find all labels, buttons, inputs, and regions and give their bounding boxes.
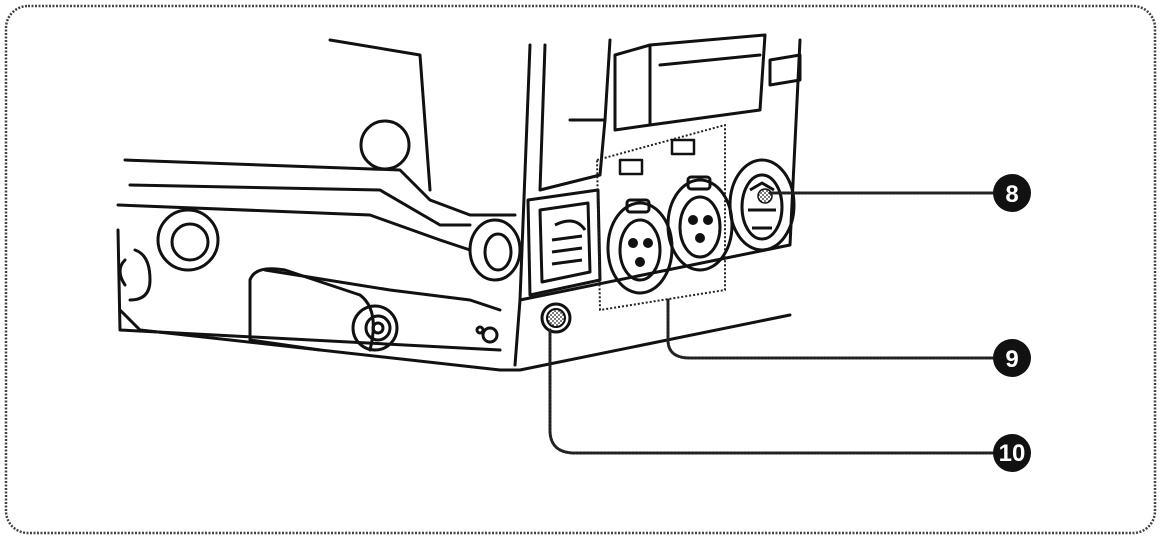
diagram-frame (4, 4, 1157, 535)
callout-9: 9 (993, 339, 1031, 377)
callout-label: 9 (1005, 346, 1018, 373)
callout-label: 8 (1005, 181, 1018, 208)
connector-panel (526, 124, 796, 334)
callout-badge (993, 174, 1031, 212)
callout-8: 8 (993, 174, 1031, 212)
connector-target-marker (757, 188, 773, 204)
callout-badge (993, 339, 1031, 377)
callout-badge (993, 434, 1031, 472)
leader-lines (548, 191, 997, 455)
camera-body (116, 33, 802, 372)
callout-label: 10 (999, 440, 1026, 467)
callout-10: 10 (993, 434, 1031, 472)
